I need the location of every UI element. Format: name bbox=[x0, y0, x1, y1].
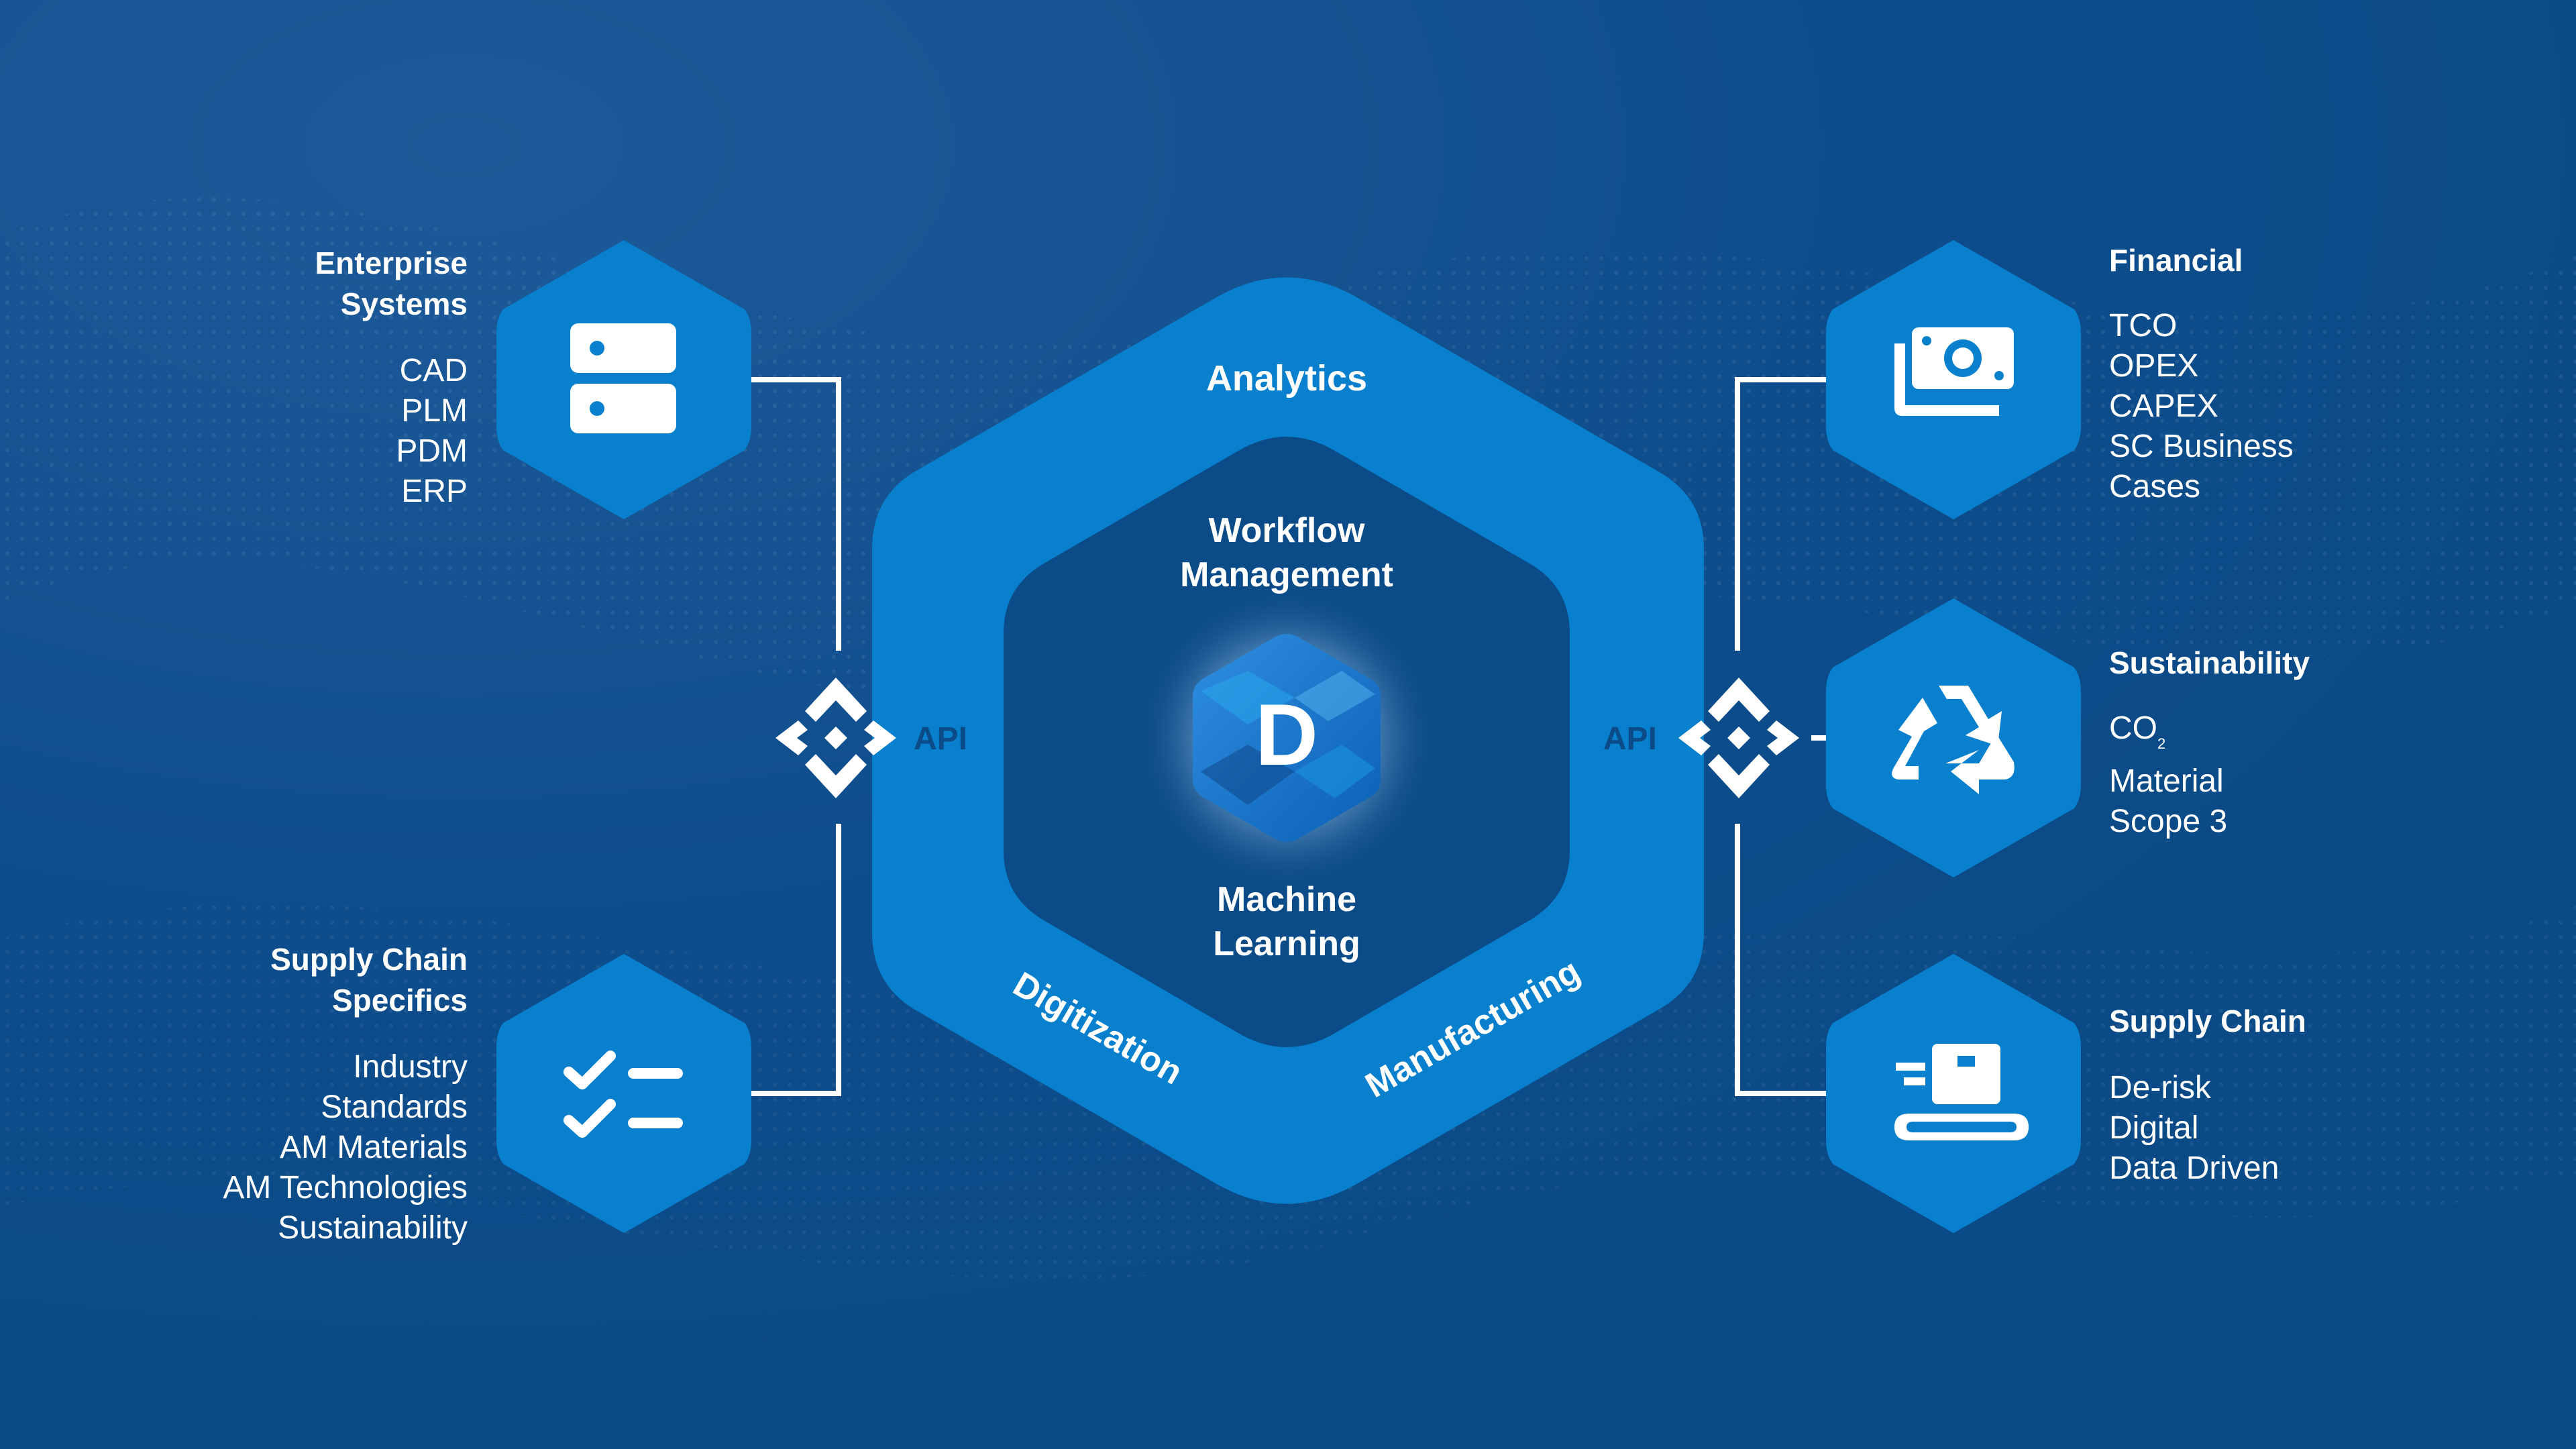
list-item: Standards bbox=[321, 1089, 468, 1125]
list-item: Cases bbox=[2109, 469, 2201, 504]
sustainability-list: CO2 Material Scope 3 bbox=[2109, 708, 2227, 842]
connector-left-bottom bbox=[715, 824, 841, 1096]
node-hexagons bbox=[496, 240, 2081, 1233]
recycle-icon bbox=[1892, 686, 2015, 794]
list-item-co2: CO2 bbox=[2109, 708, 2227, 761]
supply-chain-specifics-list: Industry Standards AM Materials AM Techn… bbox=[223, 1047, 468, 1248]
list-item: Industry bbox=[353, 1049, 468, 1085]
ring-label-analytics: Analytics bbox=[1206, 358, 1367, 398]
list-item: CAPEX bbox=[2109, 388, 2218, 424]
enterprise-systems-title: Enterprise Systems bbox=[315, 243, 468, 325]
checklist-icon bbox=[564, 1051, 683, 1138]
list-item: De-risk bbox=[2109, 1070, 2211, 1106]
list-item: Sustainability bbox=[278, 1210, 468, 1246]
list-item: SC Business bbox=[2109, 429, 2294, 464]
co2-subscript: 2 bbox=[2157, 735, 2166, 752]
api-connector-icon-right bbox=[1678, 678, 1799, 798]
money-icon bbox=[1894, 327, 2014, 416]
hex-sustainability bbox=[1826, 598, 2081, 877]
inner-label-workflow-line1: Workflow bbox=[1208, 511, 1365, 550]
financial-title: Financial bbox=[2109, 243, 2243, 278]
list-item: Material bbox=[2109, 763, 2224, 799]
list-item: Scope 3 bbox=[2109, 803, 2228, 839]
list-item: ERP bbox=[401, 474, 468, 509]
list-item: Data Driven bbox=[2109, 1150, 2279, 1186]
list-item: AM Materials bbox=[279, 1130, 468, 1165]
supply-chain-specifics-title-line2: Specifics bbox=[332, 983, 468, 1018]
enterprise-systems-title-line2: Systems bbox=[340, 286, 468, 321]
api-connector-icon-left bbox=[775, 678, 896, 798]
api-label-left: API bbox=[914, 721, 967, 757]
supply-chain-specifics-title: Supply Chain Specifics bbox=[270, 939, 468, 1021]
hex-supply-chain-specifics bbox=[496, 954, 751, 1233]
supply-chain-list: De-risk Digital Data Driven bbox=[2109, 1068, 2279, 1189]
printer-icon bbox=[1894, 1044, 2029, 1140]
logo-letter: D bbox=[1255, 686, 1318, 784]
server-icon bbox=[570, 323, 676, 433]
supply-chain-title: Supply Chain bbox=[2109, 1004, 2306, 1038]
sustainability-title: Sustainability bbox=[2109, 645, 2310, 680]
connector-right-bottom bbox=[1735, 824, 1860, 1096]
enterprise-systems-title-line1: Enterprise bbox=[315, 246, 468, 280]
enterprise-systems-list: CAD PLM PDM ERP bbox=[396, 351, 468, 512]
list-item: AM Technologies bbox=[223, 1170, 468, 1205]
supply-chain-specifics-title-line1: Supply Chain bbox=[270, 942, 468, 977]
connector-left-top bbox=[715, 377, 841, 651]
list-item: CAD bbox=[399, 353, 468, 388]
list-item: OPEX bbox=[2109, 348, 2199, 384]
list-item: Digital bbox=[2109, 1110, 2199, 1146]
list-item: PLM bbox=[401, 393, 468, 429]
inner-label-workflow-line2: Management bbox=[1180, 555, 1393, 594]
inner-label-ml-line1: Machine bbox=[1217, 880, 1356, 919]
d-logo-icon: D bbox=[1193, 634, 1381, 842]
hex-enterprise-systems bbox=[496, 240, 751, 519]
financial-list: TCO OPEX CAPEX SC Business Cases bbox=[2109, 306, 2294, 507]
connector-right-top bbox=[1735, 377, 1860, 651]
api-label-right: API bbox=[1603, 721, 1657, 757]
list-item: PDM bbox=[396, 433, 468, 469]
co2-text: CO bbox=[2109, 710, 2157, 746]
list-item: TCO bbox=[2109, 308, 2178, 343]
inner-label-ml-line2: Learning bbox=[1213, 924, 1360, 963]
